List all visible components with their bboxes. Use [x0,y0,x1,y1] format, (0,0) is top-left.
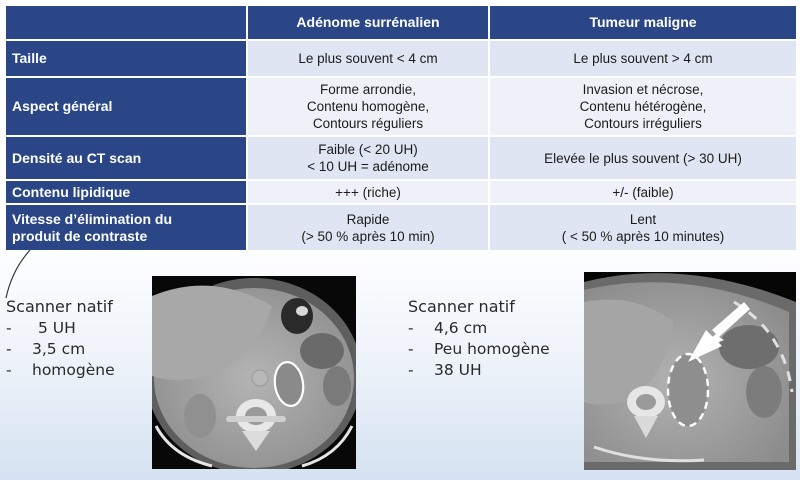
cell-maligne-taille: Le plus souvent > 4 cm [490,41,796,76]
cell-maligne-lipidique: +/- (faible) [490,181,796,203]
cell-maligne-aspect: Invasion et nécrose, Contenu hétérogène,… [490,78,796,135]
row-label-taille: Taille [6,41,246,76]
table-row: Vitesse d’élimination du produit de cont… [6,205,796,250]
list-item: -Peu homogène [408,340,550,358]
header-maligne: Tumeur maligne [490,6,796,39]
right-case-notes: Scanner natif -4,6 cm -Peu homogène -38 … [408,296,550,381]
list-item: -3,5 cm [6,340,86,358]
row-label-lipidique: Contenu lipidique [6,181,246,203]
cell-adenome-vitesse: Rapide (> 50 % après 10 min) [248,205,488,250]
ct-scan-adenome [152,276,356,469]
cell-maligne-densite: Elevée le plus souvent (> 30 UH) [490,137,796,179]
table-row: Aspect général Forme arrondie, Contenu h… [6,78,796,135]
cell-adenome-densite: Faible (< 20 UH) < 10 UH = adénome [248,137,488,179]
right-case-list: -4,6 cm -Peu homogène -38 UH [408,318,550,381]
cell-adenome-lipidique: +++ (riche) [248,181,488,203]
header-cell-empty [6,6,246,39]
left-case-title: Scanner natif [6,297,113,316]
table-row: Contenu lipidique +++ (riche) +/- (faibl… [6,181,796,203]
table-header-row: Adénome surrénalien Tumeur maligne [6,6,796,39]
left-case-notes: Scanner natif -5 UH -3,5 cm -homogène [6,296,115,381]
list-item: -4,6 cm [408,319,488,337]
row-label-densite: Densité au CT scan [6,137,246,179]
arrow-icon [688,302,750,362]
cell-adenome-aspect: Forme arrondie, Contenu homogène, Contou… [248,78,488,135]
header-adenome: Adénome surrénalien [248,6,488,39]
right-case-title: Scanner natif [408,297,515,316]
comparison-table: Adénome surrénalien Tumeur maligne Taill… [6,6,796,250]
table-row: Densité au CT scan Faible (< 20 UH) < 10… [6,137,796,179]
ct-scan-tumeur [584,272,796,470]
row-label-aspect: Aspect général [6,78,246,135]
list-item: -homogène [6,361,115,379]
decorative-curve [5,250,31,299]
cell-adenome-taille: Le plus souvent < 4 cm [248,41,488,76]
cell-maligne-vitesse: Lent ( < 50 % après 10 minutes) [490,205,796,250]
left-case-list: -5 UH -3,5 cm -homogène [6,318,115,381]
list-item: -5 UH [6,319,76,337]
table-row: Taille Le plus souvent < 4 cm Le plus so… [6,41,796,76]
list-item: -38 UH [408,361,482,379]
row-label-vitesse: Vitesse d’élimination du produit de cont… [6,205,246,250]
